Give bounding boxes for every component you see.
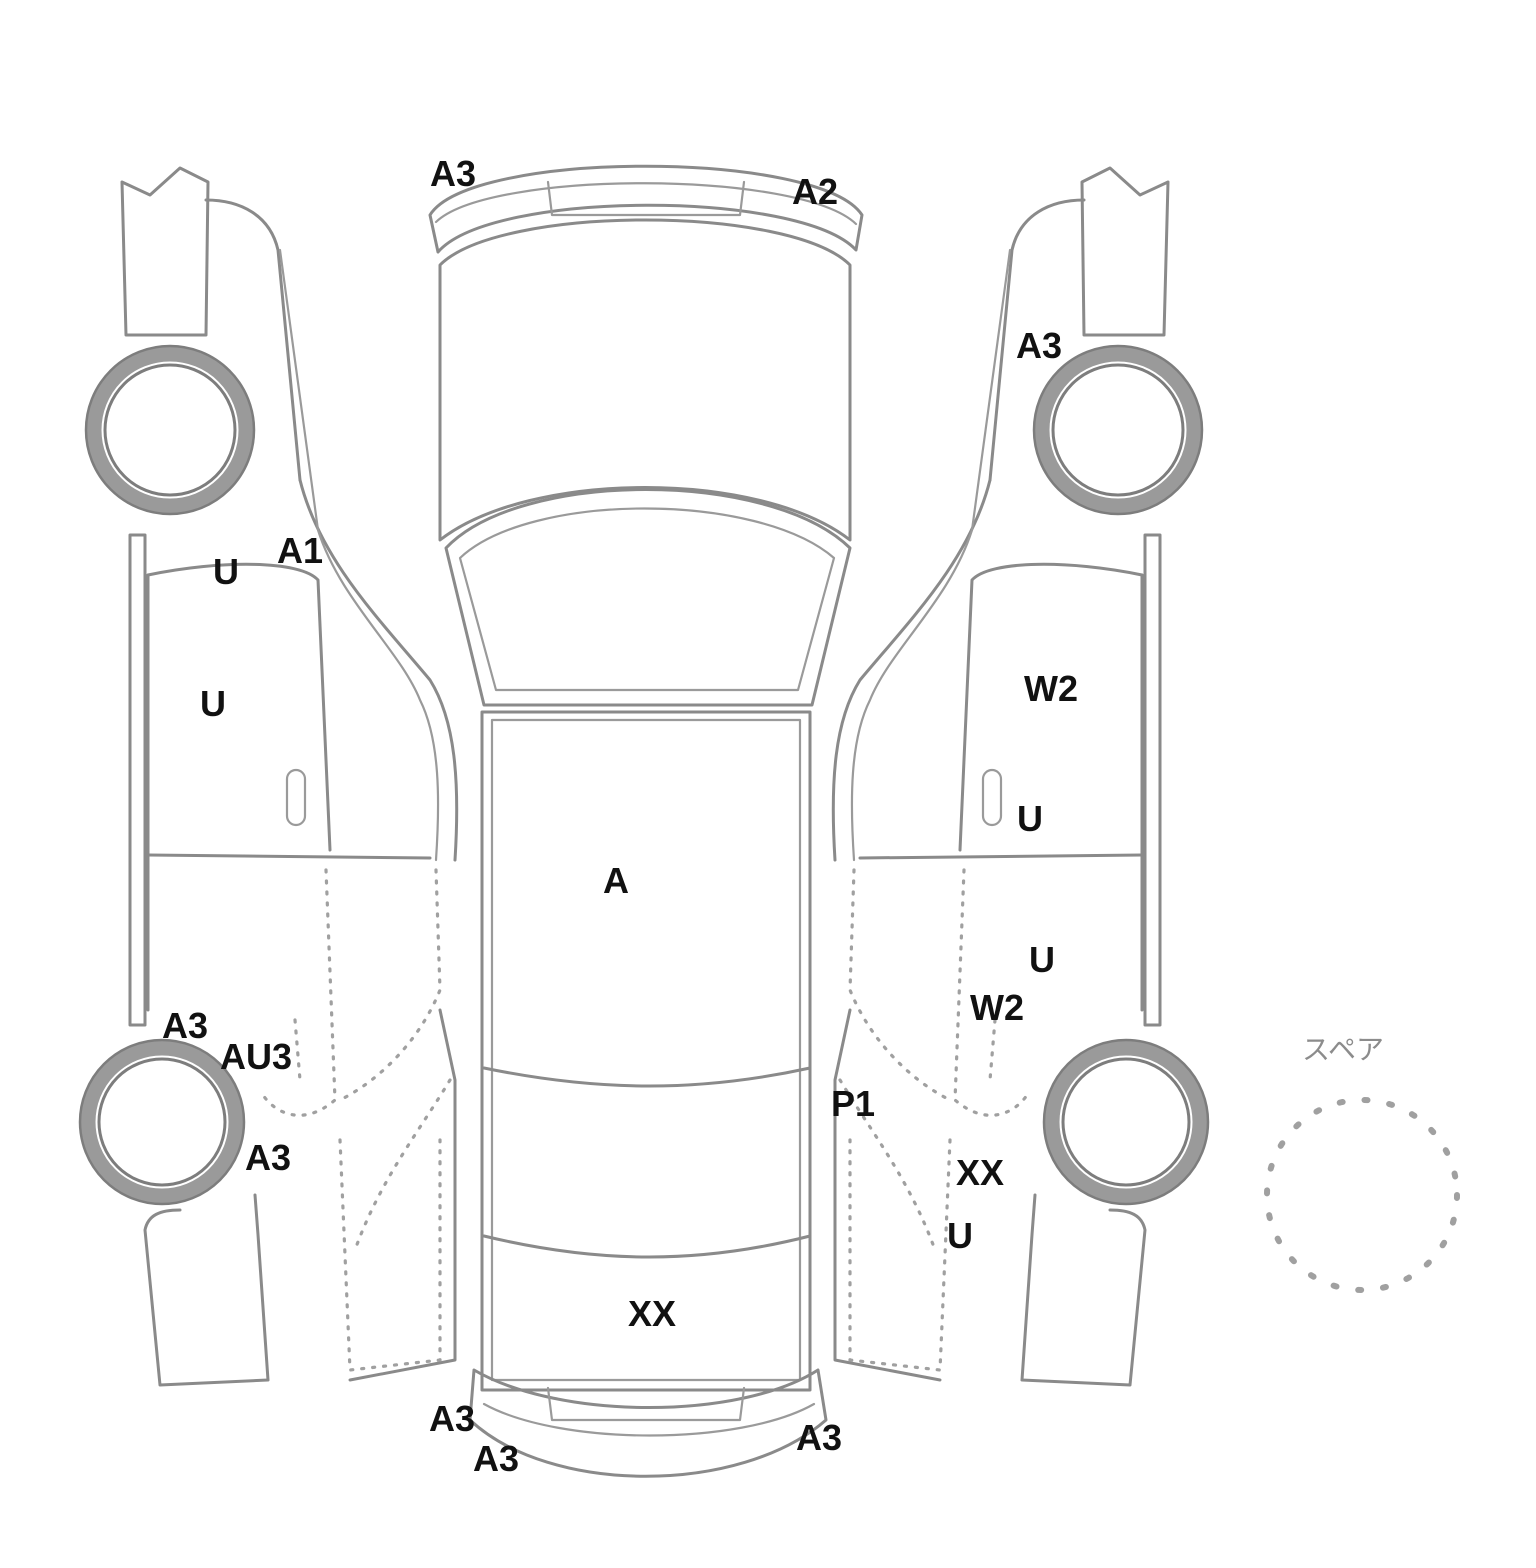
damage-code-left-rear-quarter-lower: U	[947, 1215, 973, 1256]
damage-code-right-front-door: U	[200, 683, 226, 724]
damage-code-trunk: XX	[628, 1293, 677, 1334]
damage-code-rear-bumper-left-lower: A3	[473, 1438, 520, 1479]
trunk-lid	[482, 1234, 812, 1259]
damage-code-front-bumper-left: A3	[430, 153, 477, 194]
damage-code-right-front-door-top: U	[213, 551, 239, 592]
rear-window	[482, 1066, 812, 1088]
damage-code-left-front-door-lower: U	[1017, 798, 1043, 839]
damage-code-left-rear-door-lower: W2	[970, 987, 1024, 1028]
car-right-side-view	[78, 166, 459, 1387]
damage-code-left-rear-sill: P1	[831, 1083, 876, 1124]
windshield	[444, 488, 852, 707]
roof-panel	[480, 710, 812, 1392]
front-bumper	[428, 164, 864, 254]
car-left-side-view	[831, 166, 1210, 1387]
damage-code-rear-bumper-right: A3	[796, 1417, 843, 1458]
damage-code-left-rear-door: U	[1029, 939, 1055, 980]
car-top-view	[428, 164, 864, 1478]
damage-code-rear-bumper-left-upper: A3	[429, 1398, 476, 1439]
front-tire	[86, 346, 254, 514]
rear-bumper	[468, 1368, 828, 1478]
damage-code-roof: A	[603, 860, 629, 901]
damage-code-left-rear-quarter: XX	[956, 1152, 1005, 1193]
rear-tire	[80, 1040, 244, 1204]
damage-code-right-rear-wheel-arch: AU3	[220, 1036, 293, 1077]
damage-code-left-front-door: W2	[1024, 668, 1078, 709]
damage-code-right-rear-fender-lower: A3	[245, 1137, 292, 1178]
damage-code-right-a-pillar: A1	[277, 530, 324, 571]
spare-tire-outline	[1264, 1097, 1460, 1293]
damage-code-left-front-fender: A3	[1016, 325, 1063, 366]
damage-code-front-bumper-right: A2	[792, 171, 839, 212]
damage-code-right-rear-fender-upper: A3	[162, 1005, 209, 1046]
hood	[438, 218, 852, 542]
spare-tire-label: スペア	[1302, 1033, 1385, 1066]
